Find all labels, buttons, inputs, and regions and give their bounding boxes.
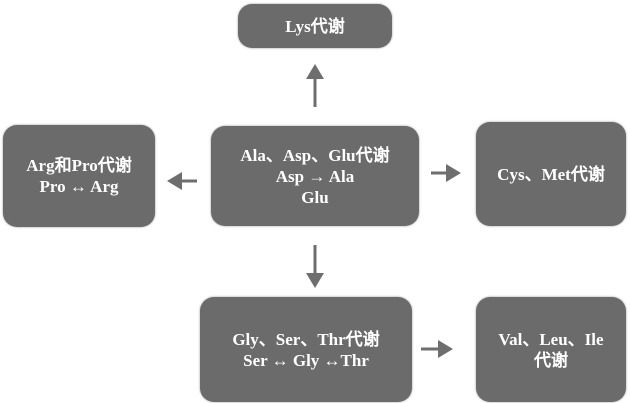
node-label: Cys、Met代谢 (497, 164, 605, 184)
node-ala-asp-glu-metabolism: Ala、Asp、Glu代谢 Asp → Ala Glu (211, 126, 419, 226)
node-cys-met-metabolism: Cys、Met代谢 (476, 122, 626, 226)
node-label: Val、Leu、Ile (498, 329, 604, 349)
node-label: Pro ↔ Arg (39, 177, 119, 196)
node-label: Glu (301, 187, 329, 207)
node-label: Ala、Asp、Glu代谢 (240, 145, 390, 165)
node-label: 代谢 (534, 350, 568, 370)
node-arg-pro-metabolism: Arg和Pro代谢 Pro ↔ Arg (3, 125, 155, 227)
node-label: Ser ↔ Gly ↔Thr (243, 350, 369, 370)
node-lys-metabolism: Lys代谢 (238, 4, 392, 48)
node-label: Lys代谢 (285, 16, 345, 36)
node-label: Arg和Pro代谢 (26, 156, 132, 175)
node-label: Asp → Ala (275, 166, 355, 186)
node-label: Gly、Ser、Thr代谢 (232, 329, 380, 349)
node-val-leu-ile-metabolism: Val、Leu、Ile 代谢 (476, 297, 626, 402)
node-gly-ser-thr-metabolism: Gly、Ser、Thr代谢 Ser ↔ Gly ↔Thr (200, 297, 412, 402)
